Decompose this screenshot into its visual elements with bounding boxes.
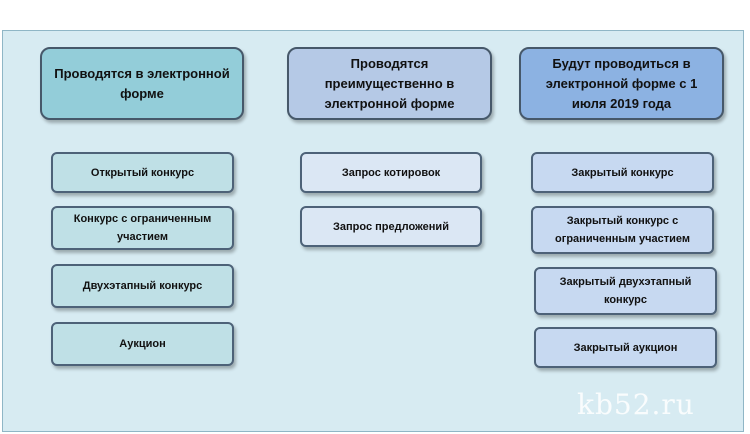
- column-3-item-4: Закрытый аукцион: [534, 327, 717, 368]
- column-3-item-3: Закрытый двухэтапный конкурс: [534, 267, 717, 315]
- column-3-item-1: Закрытый конкурс: [531, 152, 714, 193]
- column-1-item-4: Аукцион: [51, 322, 234, 366]
- column-1-header: Проводятся в электронной форме: [40, 47, 244, 120]
- column-2-header: Проводятся преимущественно в электронной…: [287, 47, 492, 120]
- column-3-header: Будут проводиться в электронной форме с …: [519, 47, 724, 120]
- column-1-item-1: Открытый конкурс: [51, 152, 234, 193]
- column-2-item-1: Запрос котировок: [300, 152, 482, 193]
- column-1-item-3: Двухэтапный конкурс: [51, 264, 234, 308]
- column-2-item-2: Запрос предложений: [300, 206, 482, 247]
- watermark: kb52.ru: [577, 388, 695, 421]
- column-1-item-2: Конкурс с ограниченным участием: [51, 206, 234, 250]
- column-3-item-2: Закрытый конкурс с ограниченным участием: [531, 206, 714, 254]
